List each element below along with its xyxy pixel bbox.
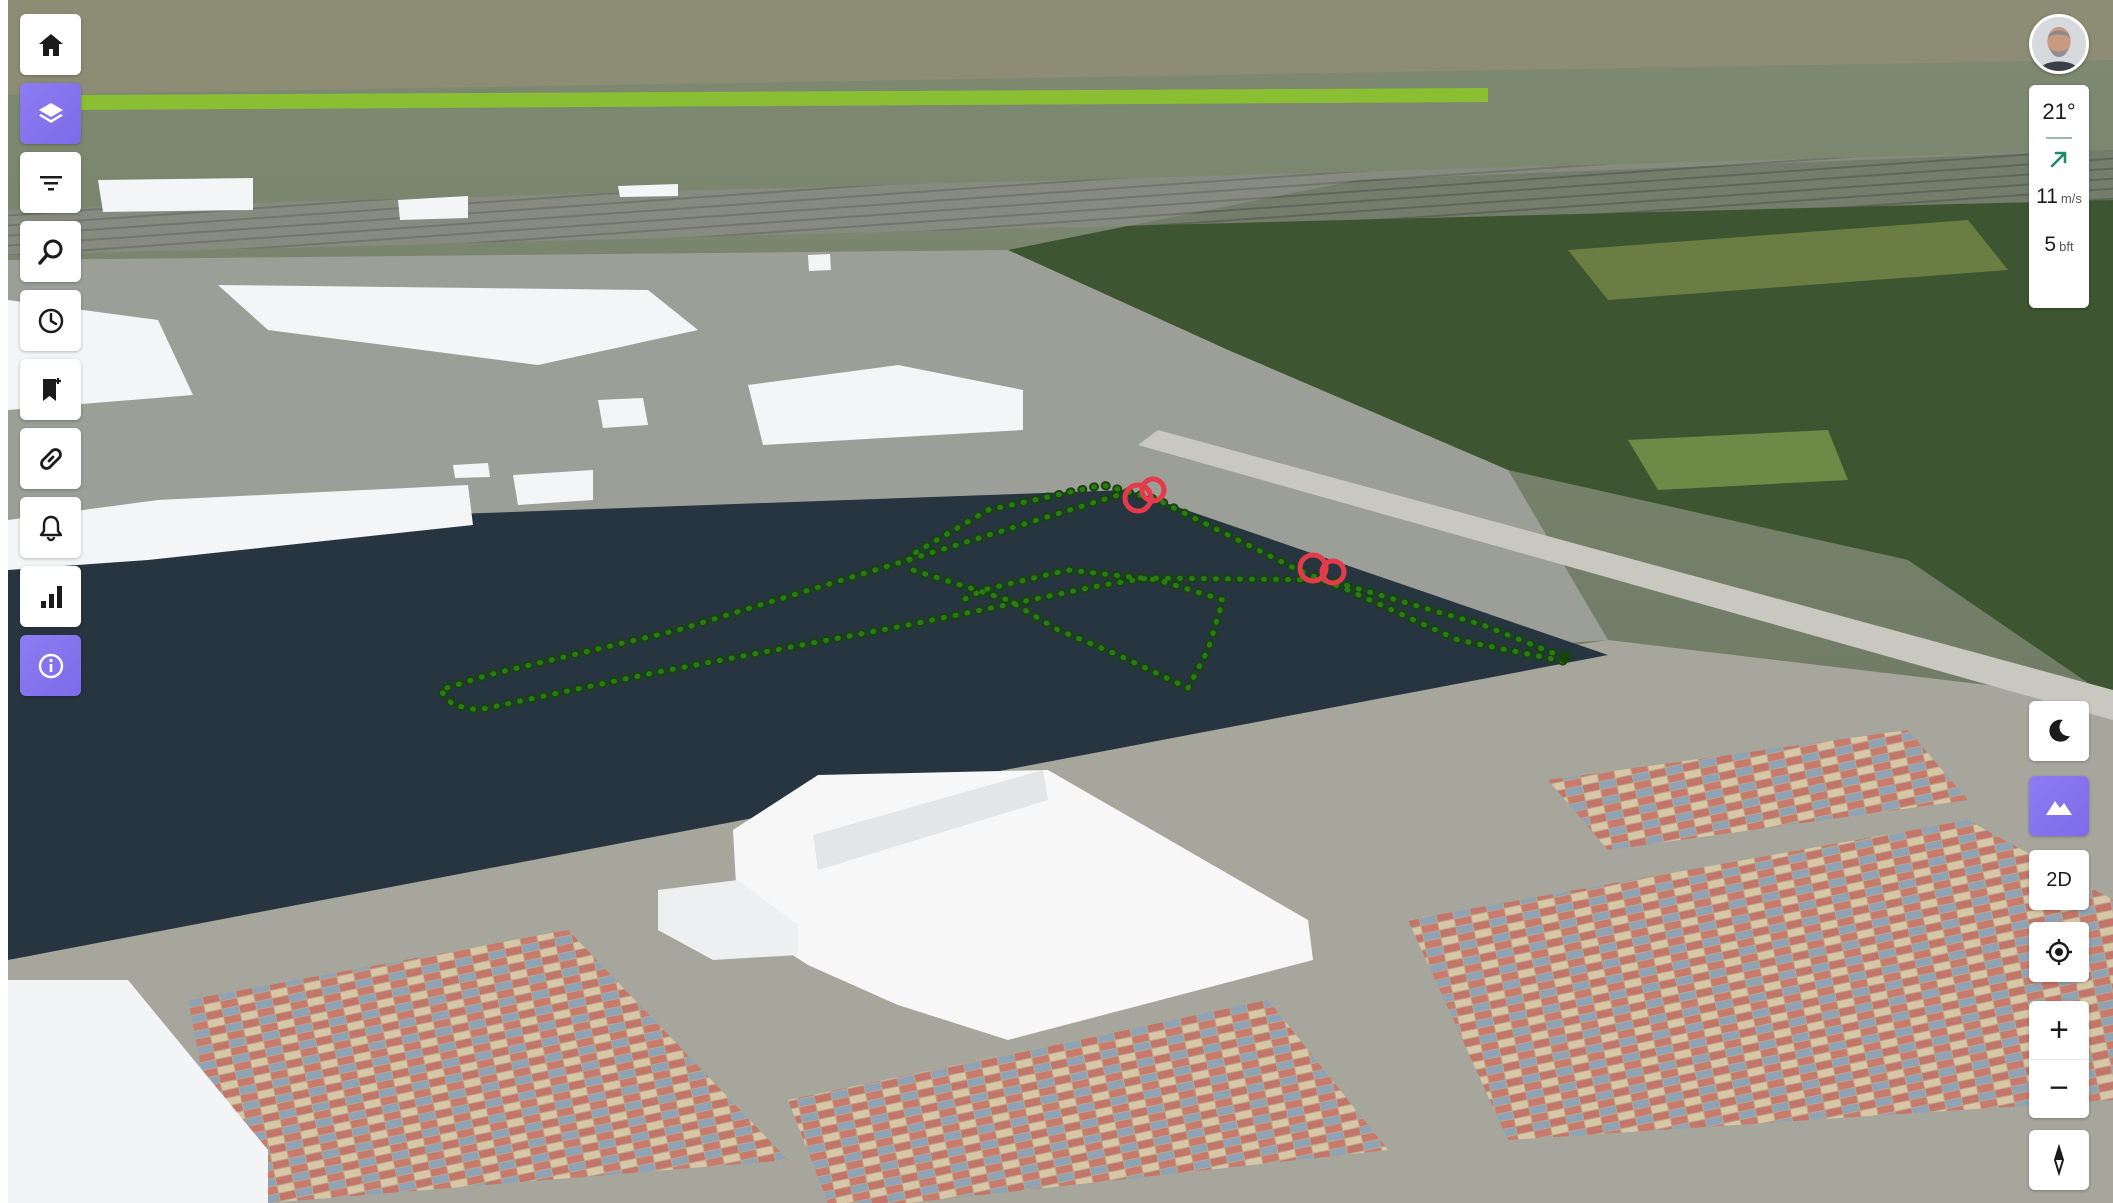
warehouse-roof-ridge [813,770,1048,870]
building [513,470,593,505]
compass-button[interactable] [2029,1130,2089,1190]
building [453,463,490,478]
rail-yard [8,150,2113,255]
home-button[interactable] [20,14,81,75]
alert-marker[interactable] [1319,558,1347,586]
crosshair-icon [2046,939,2072,965]
track-points [437,482,1571,713]
left-toolbar [20,14,81,704]
map-view[interactable] [8,0,2113,1203]
statistics-button[interactable] [20,566,81,627]
search-icon [37,239,62,265]
bar-chart-icon [40,585,62,608]
beaufort-unit: bft [2059,239,2074,254]
link-icon [39,447,62,470]
wind-speed: 11 m/s [2036,185,2082,215]
dark-mode-button[interactable] [2029,701,2089,761]
compass-icon [2053,1144,2065,1176]
building [98,178,253,212]
building [618,184,678,197]
link-button[interactable] [20,428,81,489]
harbor-basin [8,490,1608,960]
highway [1138,430,2113,720]
warehouse [748,365,1023,445]
terrain-button[interactable] [2029,776,2089,836]
bookmark-button[interactable] [20,359,81,420]
avatar-image [2032,17,2086,71]
wind-speed-unit: m/s [2060,191,2082,206]
locate-button[interactable] [2029,922,2089,982]
building [598,398,648,428]
zoom-controls: + − [2029,1001,2089,1118]
zoom-in-button[interactable]: + [2049,1010,2069,1049]
weather-divider [2046,137,2072,139]
view-mode-button[interactable]: 2D [2029,850,2089,910]
layers-icon [38,102,63,123]
alert-marker[interactable] [1297,552,1329,584]
beaufort-value: 5 [2044,233,2057,256]
container-stack [1548,730,1968,850]
tree-line [68,88,1488,110]
moon-icon [2049,719,2070,742]
alert-marker[interactable] [1122,482,1154,514]
container-stack [1408,820,2113,1140]
bookmark-add-icon [42,377,61,401]
map-scene[interactable] [8,0,2113,1203]
warehouse [8,485,473,570]
vessel-track [435,476,1573,715]
warehouse-annex [658,880,798,960]
alert-marker[interactable] [1139,476,1167,504]
arrow-up-right-icon [2050,151,2067,168]
search-button[interactable] [20,221,81,282]
filter-button[interactable] [20,152,81,213]
building [808,254,831,271]
layers-button[interactable] [20,83,81,144]
building [398,196,468,220]
zoom-out-button[interactable]: − [2029,1059,2089,1117]
beaufort: 5 bft [2044,233,2073,263]
container-stack [788,1000,1388,1203]
bell-icon [39,515,62,541]
clock-icon [38,308,63,333]
mountain-icon [2046,801,2072,815]
filter-icon [39,175,62,190]
forest-clearing [1568,220,2008,300]
track-end-point [1559,651,1571,663]
user-avatar[interactable] [2029,14,2089,74]
weather-panel: 21° 11 m/s 5 bft [2029,85,2089,308]
home-icon [38,33,63,56]
warehouse [218,285,698,365]
alerts-button[interactable] [20,497,81,558]
info-button[interactable] [20,635,81,696]
temperature-value: 21° [2042,99,2076,124]
wind-speed-value: 11 [2036,185,2058,208]
field-patch [1628,430,1848,490]
view-mode-label: 2D [2046,868,2072,891]
info-icon [38,653,63,678]
building [8,980,268,1203]
forest-area [1008,150,2113,700]
container-stack [188,930,788,1203]
history-button[interactable] [20,290,81,351]
distant-fields [8,0,2113,95]
